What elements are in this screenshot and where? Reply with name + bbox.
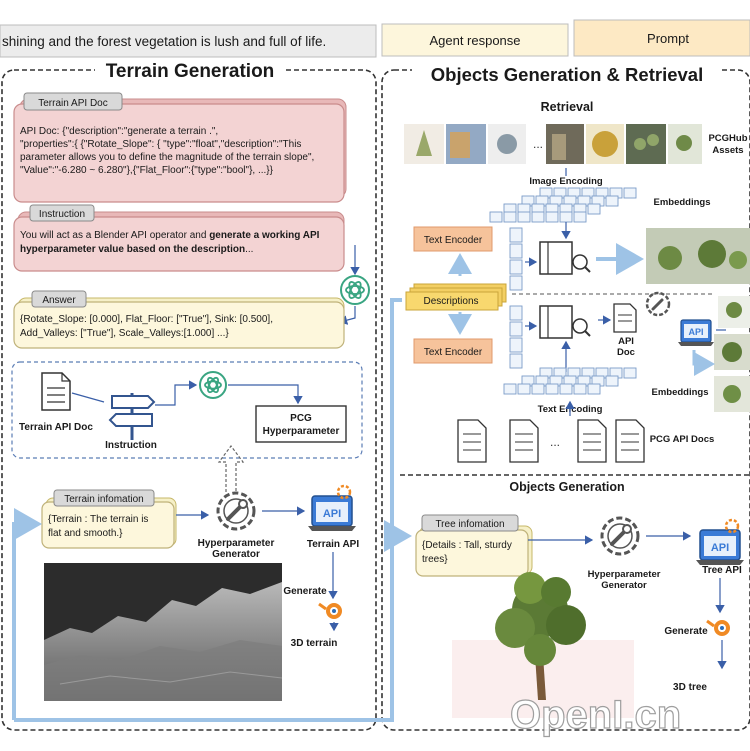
similarity-search-icon [539, 241, 591, 275]
prompt-box: Prompt [573, 19, 750, 57]
answer-card: Answer {Rotate_Slope: [0.000], Flat_Floo… [13, 290, 345, 349]
instruction-line-2: hyperparameter value based on the descri… [20, 244, 253, 255]
tree-info-line: {Details : Tall, sturdy [422, 540, 512, 551]
svg-text:API: API [711, 542, 729, 554]
embeddings-bottom [503, 367, 637, 395]
watermark: OpenI.cn [510, 693, 681, 737]
flow-pcg-label: PCG [290, 413, 312, 424]
answer-line: {Rotate_Slope: [0.000], Flat_Floor: ["Tr… [20, 314, 273, 325]
api-icon: API [308, 484, 356, 531]
query-embedding-bar [509, 227, 523, 369]
instruction-line-1: You will act as a Blender API operator a… [20, 230, 320, 241]
tree-info-tab: Tree infomation [435, 519, 504, 530]
api-doc-line: API Doc: {"description":"generate a terr… [20, 126, 218, 137]
tree-info-line: trees} [422, 554, 448, 565]
flow-instruction-label: Instruction [105, 440, 157, 451]
gear-wrench-icon [216, 491, 256, 531]
terrain-info-line: flat and smooth.} [48, 528, 123, 539]
descriptions-connector [14, 298, 402, 722]
assets-label: PCGHub [708, 133, 747, 144]
3d-tree-label: 3D tree [673, 682, 707, 693]
header-prompt-text: shining and the forest vegetation is lus… [2, 34, 326, 49]
gear-wrench-icon [600, 516, 640, 556]
terrain-input-connector [12, 508, 42, 720]
objects-title: Objects Generation & Retrieval [431, 64, 703, 85]
generate-label: Generate [283, 586, 327, 597]
answer-tab: Answer [42, 295, 76, 306]
gear-wrench-icon [645, 291, 671, 317]
embeddings-top [489, 187, 637, 223]
generator-label: Hyperparameter [198, 538, 275, 549]
flow-doc-label: Terrain API Doc [19, 422, 93, 433]
ellipsis: ... [550, 435, 560, 449]
instruction-card: Instruction You will act as a Blender AP… [13, 204, 345, 272]
descriptions-label: Descriptions [423, 296, 478, 307]
retrieved-plants-image [646, 228, 750, 284]
text-encoder-top-label: Text Encoder [424, 235, 483, 246]
terrain-image [44, 563, 283, 701]
assets-label: Assets [712, 145, 743, 156]
text-encoder-bottom-label: Text Encoder [424, 347, 483, 358]
api-doc-line: parameter allows you to define the magni… [20, 152, 314, 163]
terrain-api-doc-card: Terrain API Doc API Doc: {"description":… [13, 92, 347, 203]
answer-line: Add_Valleys: ["True"], Scale_Valleys:[1.… [20, 328, 229, 339]
pcg-docs-label: PCG API Docs [650, 434, 715, 445]
terrain-title: Terrain Generation [106, 61, 275, 82]
signpost-icon [108, 393, 156, 440]
agent-response-label: Agent response [429, 33, 520, 48]
agent-response-box: Agent response [381, 23, 569, 57]
tree-image [452, 572, 634, 718]
3d-terrain-label: 3D terrain [291, 638, 338, 649]
svg-text:API: API [688, 327, 703, 337]
api-doc-icon [613, 303, 637, 333]
gpt-logo-icon [199, 371, 227, 399]
generate-label: Generate [664, 626, 708, 637]
api-doc-line: "Value":"-6.280 ~ 6.280"},{"Flat_Floor":… [20, 165, 274, 176]
blender-icon [706, 619, 730, 636]
api-doc-label: Doc [617, 347, 635, 358]
doc-icon [41, 372, 71, 411]
tree-info-card: Tree infomation {Details : Tall, sturdy … [415, 514, 533, 577]
retrieval-title: Retrieval [541, 100, 594, 114]
gpt-logo-icon [340, 275, 370, 305]
embeddings-label-bottom: Embeddings [651, 387, 708, 398]
blender-icon [318, 602, 342, 619]
objects-generation-title: Objects Generation [509, 480, 624, 494]
embeddings-label-top: Embeddings [653, 197, 710, 208]
pcg-doc-icons [457, 419, 645, 463]
generated-plants-images [714, 296, 750, 412]
api-doc-label: API [618, 336, 634, 347]
generator-label: Hyperparameter [588, 569, 661, 580]
terrain-info-line: {Terrain : The terrain is [48, 514, 148, 525]
flow-pcg-label: Hyperparameter [263, 426, 340, 437]
text-encoder-bottom-box [413, 338, 493, 364]
header-prompt-box: shining and the forest vegetation is lus… [0, 24, 377, 58]
terrain-info-card: Terrain infomation {Terrain : The terrai… [41, 489, 177, 549]
descriptions-box: Descriptions [405, 283, 507, 311]
terrain-info-tab: Terrain infomation [64, 494, 143, 505]
generator-label: Generator [212, 549, 260, 560]
pcghub-asset-strip: ... [404, 124, 702, 164]
image-encoding-label: Image Encoding [529, 176, 603, 187]
api-icon: API [696, 518, 744, 565]
instruction-tab: Instruction [39, 209, 85, 220]
prompt-label: Prompt [647, 31, 689, 46]
tree-api-label: Tree API [702, 565, 742, 576]
similarity-search-icon [539, 305, 591, 339]
pcg-hyperparameter-box [255, 405, 347, 443]
api-doc-line: "properties":{ {"Rotate_Slope": { "type"… [20, 139, 301, 150]
svg-text:API: API [323, 508, 341, 520]
flow-dashed-box [11, 361, 363, 459]
terrain-api-doc-tab: Terrain API Doc [38, 98, 107, 109]
api-icon: API [678, 319, 714, 346]
text-encoder-top-box [413, 226, 493, 252]
hollow-arrow [217, 445, 245, 492]
generator-label: Generator [601, 580, 647, 591]
terrain-api-label: Terrain API [307, 539, 359, 550]
ellipsis: ... [533, 137, 543, 151]
